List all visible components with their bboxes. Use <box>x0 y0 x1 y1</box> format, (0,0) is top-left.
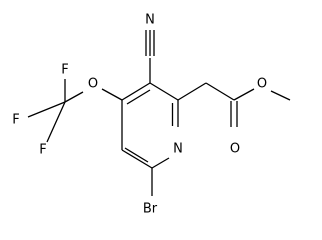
bond-c3-c2 <box>149 82 179 101</box>
molecule-structure: N O F F F N Br O O <box>12 13 291 217</box>
f-left-label: F <box>12 113 19 128</box>
bonds <box>27 30 291 196</box>
nitrile-n-label: N <box>145 13 155 28</box>
bond-ester-o-methyl <box>270 90 291 101</box>
bond-c6-c5 <box>121 149 153 169</box>
bond-c6-c5-inner <box>124 147 149 163</box>
bond-c4-c3-inner <box>126 89 151 105</box>
f-top-label: F <box>61 63 68 78</box>
f-bottom-label: F <box>39 143 46 158</box>
ether-o-label: O <box>88 77 98 92</box>
bond-carbonyl-ester-o <box>233 88 255 101</box>
bromine-label: Br <box>143 202 158 217</box>
bond-o-cf3 <box>64 91 84 103</box>
bond-c4-c3 <box>121 82 151 101</box>
bond-c2-ch2 <box>177 82 207 101</box>
atom-labels: N O F F F N Br O O <box>12 13 267 217</box>
carbonyl-o-label: O <box>230 142 240 157</box>
bond-n1-c6 <box>151 157 170 169</box>
ester-o-label: O <box>257 77 267 92</box>
ring-n-label: N <box>173 142 183 157</box>
bond-cf3-f-left <box>27 101 66 118</box>
bond-cf3-f-bottom <box>46 101 66 143</box>
bond-ch2-carbonyl <box>205 82 235 101</box>
bond-c4-o <box>101 88 123 101</box>
